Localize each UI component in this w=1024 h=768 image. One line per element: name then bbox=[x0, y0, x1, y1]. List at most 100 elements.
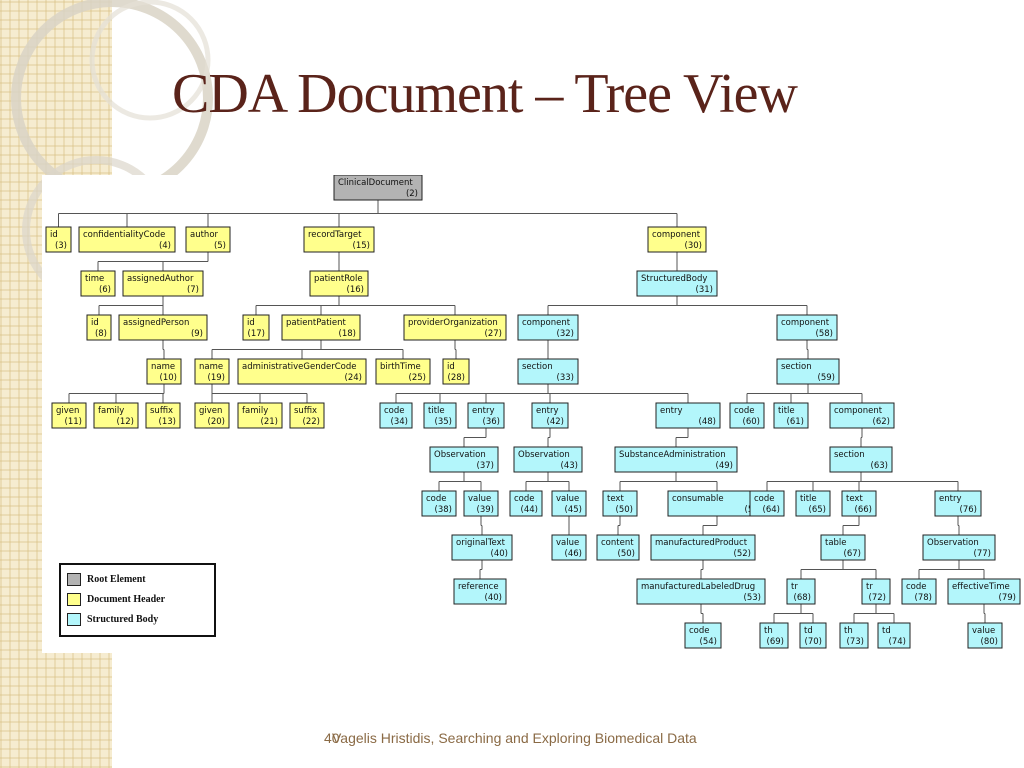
node-label: code bbox=[514, 494, 535, 504]
tree-node-id-28: id(28) bbox=[442, 358, 470, 385]
node-label: administrativeGenderCode bbox=[242, 362, 357, 372]
node-number: (50) bbox=[618, 549, 635, 559]
tree-node-entry-42: entry(42) bbox=[531, 402, 569, 429]
node-number: (12) bbox=[117, 417, 134, 427]
node-number: (32) bbox=[557, 329, 574, 339]
connector-group-76 bbox=[957, 516, 960, 535]
node-box bbox=[467, 402, 505, 429]
node-number: (67) bbox=[844, 549, 861, 559]
tree-node-content-500: content(50) bbox=[596, 534, 640, 561]
node-number: (77) bbox=[974, 549, 991, 559]
tree-node-entry-76: entry(76) bbox=[934, 490, 982, 517]
connector-group-62 bbox=[860, 428, 863, 447]
node-box bbox=[877, 622, 911, 649]
node-number: (40) bbox=[491, 549, 508, 559]
node-number: (37) bbox=[477, 461, 494, 471]
node-label: text bbox=[846, 494, 863, 504]
tree-node-entry-48: entry(48) bbox=[655, 402, 721, 429]
connector-group-16 bbox=[255, 296, 456, 315]
cda-tree-diagram: ClinicalDocument(2)id(3)confidentialityC… bbox=[45, 175, 1021, 649]
node-number: (24) bbox=[345, 373, 362, 383]
legend-swatch-body bbox=[67, 612, 81, 626]
node-box bbox=[947, 578, 1021, 605]
node-label: component bbox=[522, 318, 571, 328]
tree-node-text-50: text(50) bbox=[602, 490, 638, 517]
connector-group-10 bbox=[68, 384, 165, 403]
connector-group-50 bbox=[617, 516, 621, 535]
node-number: (22) bbox=[303, 417, 320, 427]
node-box bbox=[647, 226, 707, 253]
node-number: (72) bbox=[869, 593, 886, 603]
node-label: component bbox=[652, 230, 701, 240]
connector-group-52 bbox=[700, 560, 704, 579]
node-box bbox=[237, 358, 367, 385]
node-number: (64) bbox=[763, 505, 780, 515]
node-label: StructuredBody bbox=[641, 274, 707, 284]
node-box bbox=[861, 578, 891, 605]
tree-node-author-5: author(5) bbox=[185, 226, 231, 253]
node-label: ClinicalDocument bbox=[338, 178, 413, 188]
node-box bbox=[429, 446, 499, 473]
node-number: (50) bbox=[616, 505, 633, 515]
node-label: value bbox=[556, 538, 579, 548]
connector-group-72 bbox=[853, 604, 895, 623]
connector-group-49 bbox=[619, 472, 718, 491]
node-number: (65) bbox=[809, 505, 826, 515]
page-number: 40 bbox=[324, 730, 340, 746]
node-label: table bbox=[825, 538, 847, 548]
node-box bbox=[901, 578, 937, 605]
legend-label-root: Root Element bbox=[87, 573, 146, 585]
tree-diagram-panel: ClinicalDocument(2)id(3)confidentialityC… bbox=[42, 175, 1024, 653]
node-label: confidentialityCode bbox=[83, 230, 165, 240]
node-label: section bbox=[781, 362, 812, 372]
node-number: (17) bbox=[248, 329, 265, 339]
tree-node-section-63: section(63) bbox=[829, 446, 893, 473]
node-box bbox=[463, 490, 499, 517]
node-label: patientRole bbox=[314, 274, 363, 284]
node-box bbox=[122, 270, 204, 297]
node-box bbox=[451, 534, 513, 561]
tree-node-name-10: name(10) bbox=[146, 358, 182, 385]
node-label: title bbox=[778, 406, 795, 416]
node-number: (11) bbox=[65, 417, 82, 427]
node-number: (33) bbox=[557, 373, 574, 383]
node-number: (73) bbox=[847, 637, 864, 647]
node-number: (10) bbox=[160, 373, 177, 383]
node-box bbox=[513, 446, 583, 473]
node-number: (59) bbox=[818, 373, 835, 383]
connector-group-27 bbox=[454, 340, 457, 359]
tree-node-effectiveTime-79: effectiveTime(79) bbox=[947, 578, 1021, 605]
node-number: (3) bbox=[55, 241, 67, 251]
node-label: reference bbox=[458, 582, 499, 592]
node-number: (6) bbox=[99, 285, 111, 295]
legend-label-body: Structured Body bbox=[87, 613, 159, 625]
node-box bbox=[684, 622, 722, 649]
tree-node-title-35: title(35) bbox=[423, 402, 457, 429]
tree-node-SubstanceAdministration-49: SubstanceAdministration(49) bbox=[614, 446, 738, 473]
tree-node-Observation-77: Observation(77) bbox=[922, 534, 996, 561]
tree-node-manufacturedProduct-52: manufacturedProduct(52) bbox=[650, 534, 756, 561]
node-number: (31) bbox=[696, 285, 713, 295]
node-number: (5) bbox=[214, 241, 226, 251]
tree-node-section-59: section (59) bbox=[776, 358, 840, 385]
connector-group-48 bbox=[675, 428, 689, 447]
tree-node-assignedPerson-9: assignedPerson(9) bbox=[118, 314, 208, 341]
connector-group-2 bbox=[58, 200, 678, 227]
node-box bbox=[421, 490, 457, 517]
node-label: code bbox=[754, 494, 775, 504]
node-number: (48) bbox=[699, 417, 716, 427]
tree-node-td-74: td(74) bbox=[877, 622, 911, 649]
connector-group-5 bbox=[97, 252, 209, 271]
tree-node-component-62: component(62) bbox=[829, 402, 895, 429]
connector-group-42 bbox=[547, 428, 551, 447]
node-box bbox=[776, 314, 838, 341]
node-number: (43) bbox=[561, 461, 578, 471]
node-label: Observation bbox=[518, 450, 570, 460]
node-box bbox=[829, 402, 895, 429]
tree-node-family-12: family(12) bbox=[93, 402, 139, 429]
tree-node-code-64: code(64) bbox=[749, 490, 785, 517]
node-label: td bbox=[882, 626, 891, 636]
connector-group-66 bbox=[842, 516, 860, 535]
node-box bbox=[145, 402, 181, 429]
node-label: code bbox=[689, 626, 710, 636]
